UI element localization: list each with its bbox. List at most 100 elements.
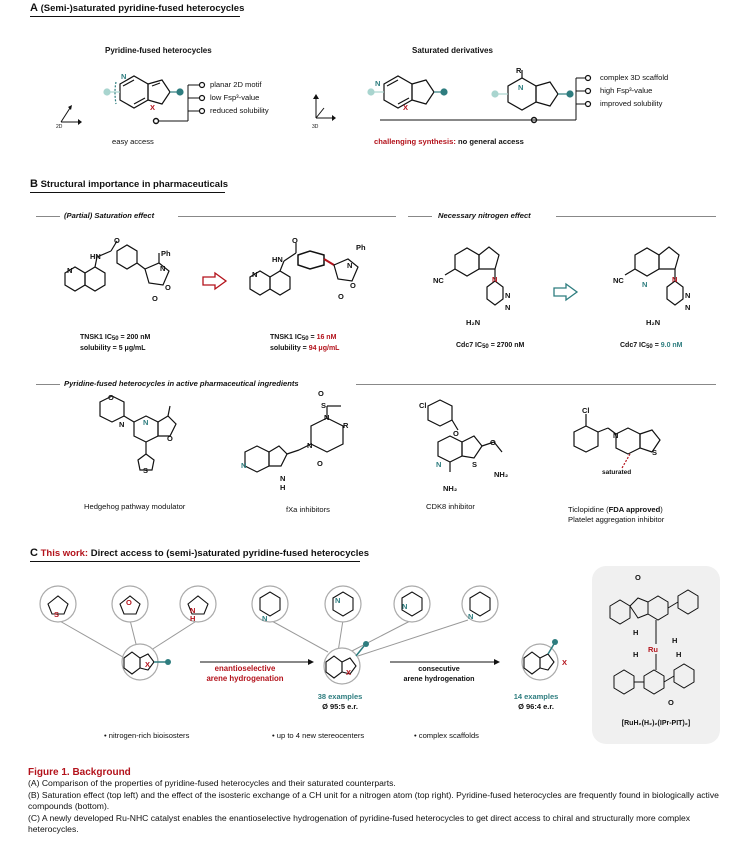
easy-access-label: easy access — [112, 137, 154, 146]
atom-n: N — [119, 420, 125, 429]
atom-n-teal: N — [143, 418, 149, 427]
atom-h: H — [672, 636, 678, 645]
arrow1-line2: arene hydrogenation — [206, 674, 284, 683]
api-label-hedgehog: Hedgehog pathway modulator — [84, 502, 186, 511]
arrow2-line2: arene hydrogenation — [403, 674, 475, 683]
axis-3d-label: 3D — [312, 124, 319, 130]
section-letter: B — [30, 178, 38, 190]
er2: Ø 96:4 e.r. — [518, 702, 554, 711]
atom-o: O — [167, 434, 173, 443]
ru-catalyst-structure — [609, 589, 699, 695]
right-prop-2: high Fsp³-value — [600, 86, 653, 95]
atom-n: N — [505, 291, 511, 300]
saturated-label: saturated — [602, 469, 632, 476]
atom-x: X — [145, 660, 151, 669]
atom-o: O — [338, 292, 344, 301]
section-title-text: Structural importance in pharmaceuticals — [40, 179, 229, 190]
atom-n: N — [685, 303, 691, 312]
api-label-cdk8: CDK8 inhibitor — [426, 502, 475, 511]
section-letter: C — [30, 547, 38, 559]
divider — [408, 216, 432, 217]
this-work-label: This work: — [40, 548, 89, 559]
divider — [178, 216, 396, 217]
atom-n: N — [190, 606, 196, 615]
examples-14: 14 examples Ø 96:4 e.r. — [506, 692, 566, 712]
divider — [556, 216, 716, 217]
cdc7-compound-azaindole — [624, 246, 684, 306]
atom-nh2: NH₂ — [494, 470, 509, 479]
pyridine-fused-structure — [103, 75, 184, 109]
atom-s: S — [472, 460, 478, 469]
section-c-title: C This work: Direct access to (semi-)sat… — [30, 547, 369, 559]
title-underline — [30, 561, 360, 562]
fda-approved: FDA approved — [608, 505, 661, 514]
atom-o: O — [292, 236, 298, 245]
atom-n: N — [324, 413, 330, 422]
atom-n-teal: N — [402, 602, 408, 611]
atom-s: S — [321, 401, 327, 410]
scheme-c-graphics — [39, 585, 559, 685]
atom-s: S — [652, 448, 658, 457]
pyridine-fused-structure-right — [367, 75, 448, 109]
tnsk1-a-data: TNSK1 IC50 = 200 nM solubility = 5 μg/mL — [80, 333, 150, 353]
section-title-text: (Semi-)saturated pyridine-fused heterocy… — [40, 3, 245, 14]
atom-n: N — [672, 275, 678, 284]
atom-n-teal: N — [468, 612, 474, 621]
saturation-arrow — [202, 271, 228, 291]
pyridine-fused-heading: Pyridine-fused heterocycles — [105, 46, 212, 55]
cdc7-b-data: Cdc7 IC50 = 9.0 nM — [620, 342, 683, 350]
atom-n: N — [347, 261, 353, 270]
atom-o: O — [453, 429, 459, 438]
atom-n: N — [307, 441, 313, 450]
catalyst-label: [RuH₂(H₂)₂(IPr-PIT)₂] — [621, 720, 691, 727]
atom-o: O — [318, 389, 324, 398]
right-prop-1: complex 3D scaffold — [600, 73, 669, 82]
er1: Ø 95:5 e.r. — [322, 702, 358, 711]
caption-a: (A) Comparison of the properties of pyri… — [28, 778, 396, 788]
tnsk-solubility: solubility = 5 μg/mL — [80, 345, 146, 352]
atom-s: S — [143, 466, 149, 475]
right-props-bracket — [380, 74, 592, 124]
platelet-label: Platelet aggregation inhibitor — [568, 515, 665, 524]
atom-o: O — [635, 573, 641, 582]
arrow2-line1: consecutive — [418, 664, 460, 673]
bullet-scaffolds: • complex scaffolds — [414, 731, 479, 740]
atom-n-teal: N — [642, 280, 648, 289]
fxa-inhibitor-structure — [244, 405, 344, 473]
atom-n-teal: N — [241, 461, 247, 470]
tnsk1-compound-aromatic — [64, 240, 170, 292]
cdc-label: Cdc7 IC — [456, 342, 483, 349]
atom-n: N — [67, 266, 73, 275]
atom-h: H — [280, 483, 286, 492]
cdc7-a-data: Cdc7 IC50 = 2700 nM — [456, 342, 524, 350]
saturated-derivatives-heading: Saturated derivatives — [412, 46, 493, 55]
left-prop-1: planar 2D motif — [210, 80, 262, 89]
api-label-fxa: fXa inhibitors — [286, 505, 330, 514]
atom-x: X — [346, 668, 352, 677]
atom-nc: NC — [433, 276, 444, 285]
challenging-red: challenging synthesis: — [374, 137, 456, 146]
ic50-sub: 50 — [301, 336, 309, 342]
atom-x: X — [562, 658, 568, 667]
bullet-stereocenters: • up to 4 new stereocenters — [272, 731, 365, 740]
atom-n-teal: N — [335, 596, 341, 605]
api-subtitle: Pyridine-fused heterocycles in active ph… — [64, 379, 299, 388]
atom-n-right: N — [375, 79, 381, 88]
nitrogen-arrow — [553, 282, 579, 302]
atom-nh2: NH₂ — [443, 484, 458, 493]
atom-h2n: H₂N — [466, 318, 481, 327]
cdk8-inhibitor-structure — [427, 399, 503, 472]
left-props-bracket — [152, 81, 206, 125]
title-underline — [30, 16, 240, 17]
examples1: 38 examples — [317, 692, 363, 701]
arrow1-line1: enantioselective — [214, 664, 276, 673]
atom-x-right: X — [403, 103, 409, 112]
atom-cl: Cl — [582, 406, 590, 415]
atom-h: H — [633, 628, 639, 637]
atom-h: H — [676, 650, 682, 659]
figure-caption: Figure 1. Background (A) Comparison of t… — [28, 767, 740, 836]
divider — [36, 216, 60, 217]
atom-n: N — [492, 275, 498, 284]
ticlopidine-structure — [573, 414, 661, 469]
atom-s: S — [54, 610, 60, 619]
